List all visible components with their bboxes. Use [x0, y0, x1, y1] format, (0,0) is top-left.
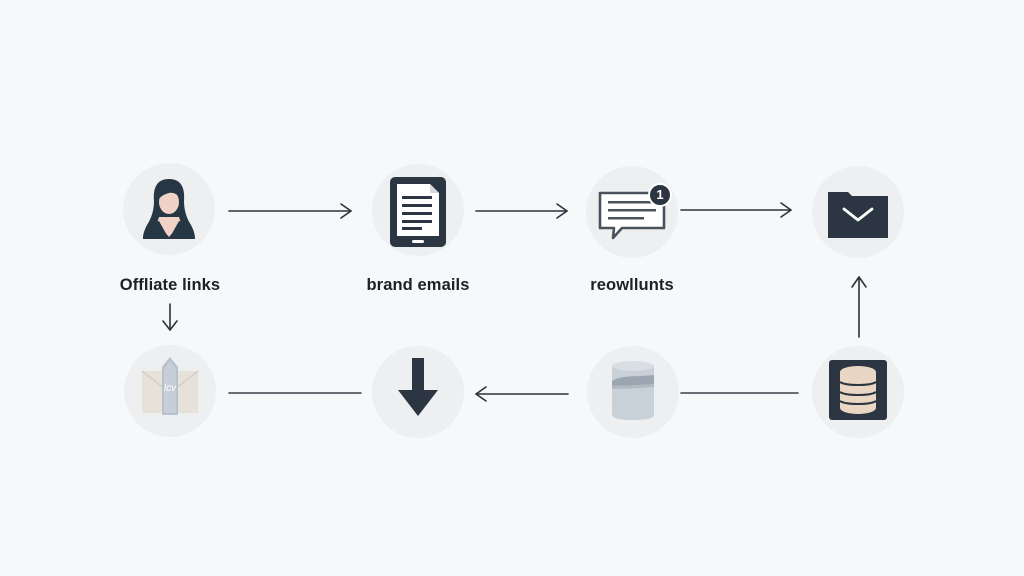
node-reowllunts[interactable]: 1 [586, 166, 678, 258]
node-download[interactable] [372, 346, 464, 438]
envelope-folder-icon [828, 192, 888, 238]
node-bucket[interactable] [587, 346, 679, 438]
node-affiliate-label: Offliate links [119, 276, 221, 294]
person-icon [143, 179, 195, 239]
down-arrow-icon [398, 358, 438, 416]
arrow-reowllunts-to-inbox [680, 202, 792, 218]
bucket-icon [612, 361, 654, 420]
node-brand[interactable] [372, 164, 464, 256]
notification-badge [648, 183, 672, 207]
envelope-stamp-icon [141, 357, 199, 415]
node-inbox[interactable] [812, 166, 904, 258]
arrow-brand-to-reowllunts [475, 203, 568, 219]
envelope-stamp-text: lcv [163, 383, 177, 394]
node-affiliate[interactable] [123, 163, 215, 255]
arrow-database-to-inbox [851, 276, 867, 338]
arrow-affiliate-down [162, 303, 178, 331]
database-icon [829, 360, 887, 420]
node-database[interactable] [812, 346, 904, 438]
message-notification-icon [598, 191, 666, 240]
notification-badge-count: 1 [656, 187, 664, 202]
document-tablet-icon [390, 177, 446, 247]
arrow-affiliate-to-brand [228, 203, 352, 219]
node-reowllunts-label: reowllunts [590, 276, 674, 294]
node-brand-label: brand emails [366, 276, 470, 294]
arrow-bucket-to-download [475, 386, 569, 402]
node-envelope[interactable]: lcv [124, 345, 216, 437]
